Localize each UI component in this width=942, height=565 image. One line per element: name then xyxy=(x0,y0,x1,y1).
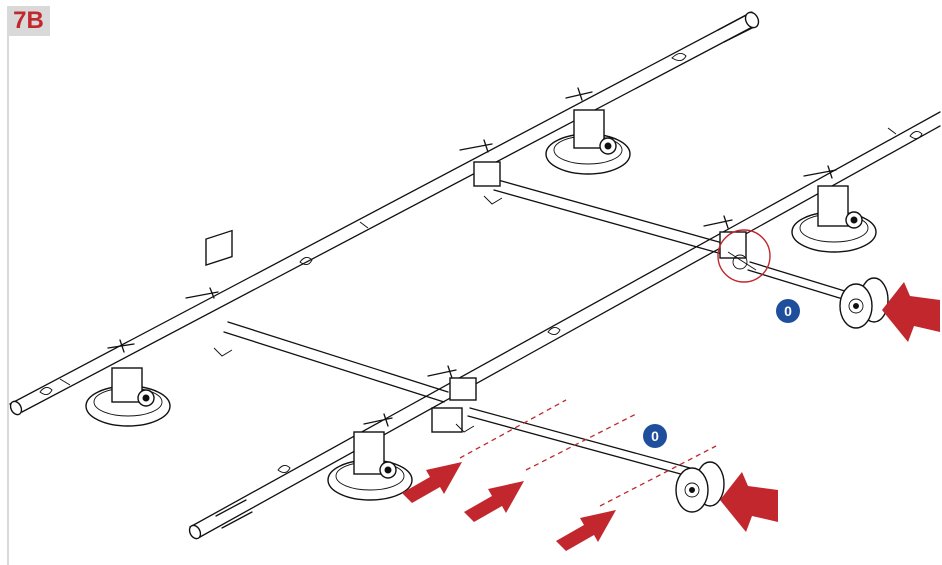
clamp-levers xyxy=(107,87,837,427)
callout-badge: 0 xyxy=(643,424,667,448)
page-margin-rule xyxy=(7,34,9,565)
bracket xyxy=(719,231,747,259)
step-label: 7B xyxy=(7,6,50,36)
callout-label: 0 xyxy=(784,303,792,319)
suction-cup xyxy=(545,109,631,175)
wheel-assembly xyxy=(675,461,725,513)
detail-ring xyxy=(717,229,771,283)
push-arrow xyxy=(464,481,524,522)
bracket xyxy=(205,229,233,266)
push-arrow xyxy=(402,462,462,503)
push-arrow xyxy=(720,472,778,532)
cross-members xyxy=(223,179,727,403)
frame-brackets xyxy=(205,161,747,433)
push-arrow xyxy=(882,282,940,342)
bracket xyxy=(473,161,501,187)
wheel-tie-rods xyxy=(467,261,849,477)
callout-badge: 0 xyxy=(776,299,800,323)
push-arrows xyxy=(402,282,940,551)
suction-cup xyxy=(85,367,171,427)
callout-label: 0 xyxy=(651,428,659,444)
suction-cups xyxy=(85,109,877,501)
connector-detail xyxy=(727,251,757,271)
wheel-assembly xyxy=(839,277,889,329)
suction-cup xyxy=(791,185,877,253)
push-arrow xyxy=(556,510,616,551)
left-long-rail xyxy=(9,11,760,416)
right-long-rail xyxy=(188,111,941,540)
suction-cup xyxy=(327,431,413,501)
alignment-guides xyxy=(459,399,717,507)
bracket xyxy=(431,407,463,433)
bracket xyxy=(449,377,477,401)
